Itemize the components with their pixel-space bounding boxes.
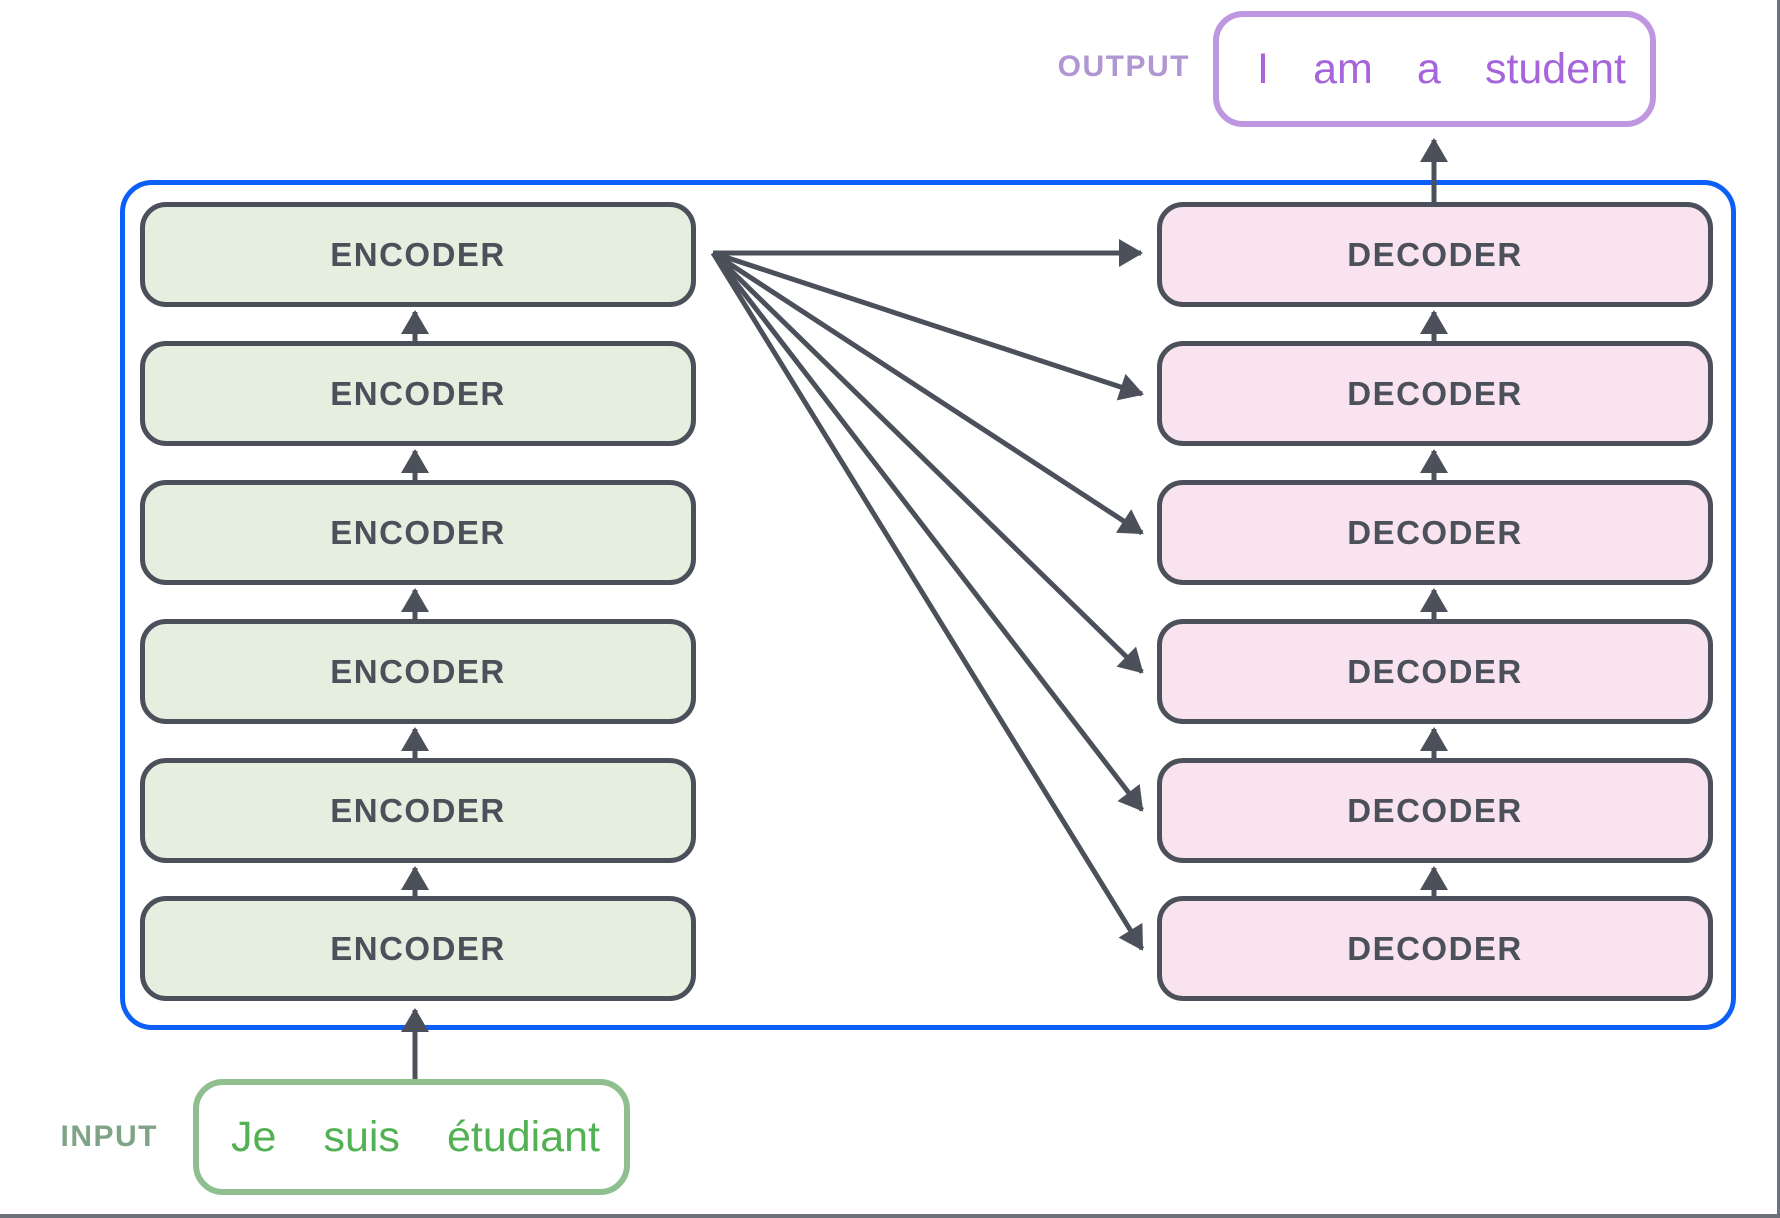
encoder-block-6: ENCODER <box>140 896 696 1001</box>
decoder-block-6: DECODER <box>1157 896 1713 1001</box>
input-box: Je suis étudiant <box>193 1079 630 1195</box>
output-box: I am a student <box>1213 11 1656 127</box>
input-word: suis <box>323 1112 400 1161</box>
decoder-block-3: DECODER <box>1157 480 1713 585</box>
encoder-block-3: ENCODER <box>140 480 696 585</box>
output-word: am <box>1313 44 1373 93</box>
output-word: a <box>1416 44 1441 93</box>
window-edge-right <box>1777 0 1780 1218</box>
output-word: student <box>1484 44 1626 93</box>
input-word: Je <box>231 1112 277 1161</box>
encoder-block-5: ENCODER <box>140 758 696 863</box>
decoder-block-5: DECODER <box>1157 758 1713 863</box>
encoder-block-4: ENCODER <box>140 619 696 724</box>
input-word: étudiant <box>446 1112 600 1161</box>
output-word: I <box>1257 44 1269 93</box>
input-label: INPUT <box>60 1120 158 1153</box>
output-label: OUTPUT <box>1057 50 1190 83</box>
decoder-block-2: DECODER <box>1157 341 1713 446</box>
encoder-block-2: ENCODER <box>140 341 696 446</box>
decoder-block-1: DECODER <box>1157 202 1713 307</box>
encoder-block-1: ENCODER <box>140 202 696 307</box>
encoder-decoder-container <box>120 180 1736 1030</box>
decoder-block-4: DECODER <box>1157 619 1713 724</box>
window-edge-bottom <box>0 1214 1780 1218</box>
